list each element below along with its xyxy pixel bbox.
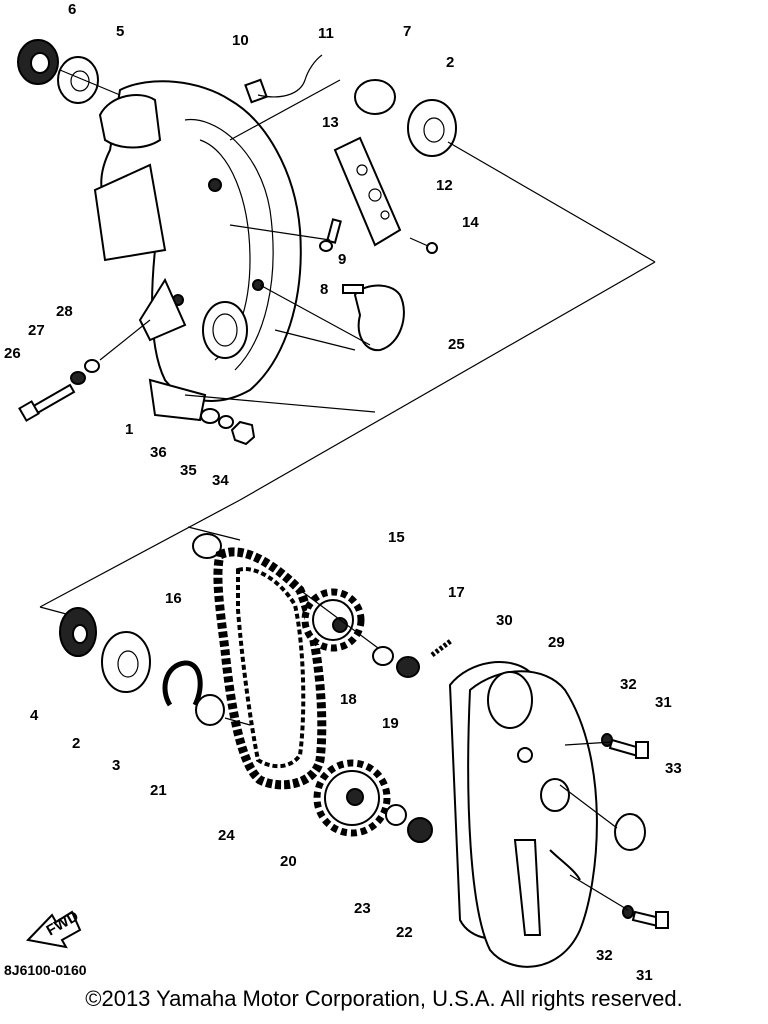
callout-10: 10: [232, 32, 249, 49]
sensor-10: [244, 54, 323, 104]
callout-35: 35: [180, 462, 197, 479]
callout-24: 24: [218, 827, 235, 844]
bearing-4: [59, 607, 97, 657]
callout-6: 6: [68, 1, 76, 18]
callout-19: 19: [382, 715, 399, 732]
callout-30: 30: [496, 612, 513, 629]
callout-33: 33: [665, 760, 682, 777]
leader-lines-lower: [187, 526, 629, 911]
collar-21: [195, 694, 225, 726]
callout-7: 7: [403, 23, 411, 40]
drive-chain-24: [213, 547, 327, 790]
callout-28: 28: [56, 303, 73, 320]
cotter-pin-17: [430, 638, 454, 657]
washer-8: [319, 240, 333, 252]
callout-5: 5: [116, 23, 124, 40]
callout-12: 12: [436, 177, 453, 194]
circlip-3: [162, 660, 203, 707]
callout-numbers: 6 5 10 11 7 2 13 12 14 9 8 25 28 27 26 1…: [4, 1, 682, 984]
callout-17: 17: [448, 584, 465, 601]
washer-28: [84, 359, 100, 373]
callout-36: 36: [150, 444, 167, 461]
copyright-notice: ©2013 Yamaha Motor Corporation, U.S.A. A…: [85, 986, 683, 1011]
nut-22: [407, 817, 433, 843]
callout-15: 15: [388, 529, 405, 546]
callout-27: 27: [28, 322, 45, 339]
callout-29: 29: [548, 634, 565, 651]
callout-26: 26: [4, 345, 21, 362]
sprocket-20: [313, 759, 391, 837]
washer-23: [385, 804, 407, 826]
washer-36: [200, 408, 220, 424]
callout-3: 3: [112, 757, 120, 774]
callout-14: 14: [462, 214, 479, 231]
callout-4: 4: [30, 707, 39, 724]
callout-31-upper: 31: [655, 694, 672, 711]
callout-34: 34: [212, 472, 229, 489]
callout-23: 23: [354, 900, 371, 917]
cap-33: [614, 813, 646, 851]
callout-13: 13: [322, 114, 339, 131]
bolt-31-upper: [608, 738, 649, 759]
bolt-9: [326, 218, 342, 244]
bearing-5: [57, 56, 99, 104]
nut-19: [396, 656, 420, 678]
callout-21: 21: [150, 782, 167, 799]
washer-32-upper: [601, 733, 613, 747]
callout-18: 18: [340, 691, 357, 708]
callout-11: 11: [318, 25, 334, 42]
callout-8: 8: [320, 281, 328, 298]
callout-32-lower: 32: [596, 947, 613, 964]
bracket-plate-13: [333, 136, 402, 247]
callout-25: 25: [448, 336, 465, 353]
collar-7: [354, 79, 396, 115]
callout-32-upper: 32: [620, 676, 637, 693]
callout-9: 9: [338, 251, 346, 268]
bearing-2-lower: [101, 631, 151, 693]
washer-35: [218, 415, 234, 429]
bolt-26: [18, 383, 76, 422]
bearing-6: [17, 39, 59, 85]
chain-case-housing: [93, 80, 302, 422]
callout-2-lower: 2: [72, 735, 80, 752]
nut-34: [230, 420, 256, 446]
bolt-31-lower: [631, 910, 669, 929]
chain-case-cover-29: [467, 670, 598, 968]
fwd-arrow-icon: FWD: [25, 908, 82, 949]
callout-16: 16: [165, 590, 182, 607]
bearing-2-upper: [407, 99, 457, 157]
callout-2: 2: [446, 54, 454, 71]
collar-16: [192, 533, 222, 559]
callout-1: 1: [125, 421, 133, 438]
callout-22: 22: [396, 924, 413, 941]
washer-27: [70, 371, 86, 385]
tensioner-25: [342, 284, 405, 352]
callout-20: 20: [280, 853, 297, 870]
bolt-14: [409, 237, 438, 254]
drawing-code: 8J6100-0160: [4, 962, 87, 978]
washer-18: [372, 646, 394, 666]
leader-lines-upper: [39, 69, 656, 616]
callout-31-lower: 31: [636, 967, 653, 984]
